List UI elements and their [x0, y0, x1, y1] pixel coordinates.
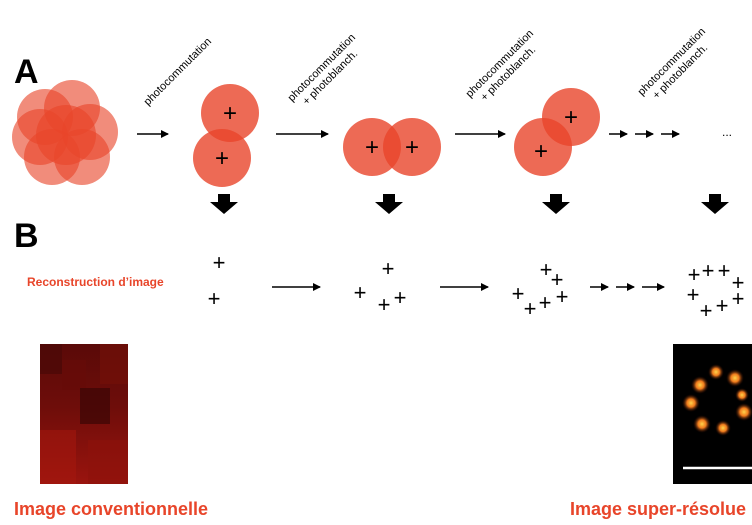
- emitter-marker: +: [534, 138, 548, 165]
- super-resolved-image: [673, 344, 752, 484]
- caption-super-resolved: Image super-résolue: [570, 499, 747, 519]
- emitter-marker: +: [702, 258, 715, 283]
- emitter-marker: +: [208, 286, 221, 311]
- emitter-marker: +: [687, 282, 700, 307]
- reconstruction-stage-1: + +: [208, 250, 226, 311]
- emitter-marker: +: [354, 280, 367, 305]
- down-arrow-icon: [701, 194, 729, 214]
- step-2-label: photocommutation + photoblanch.: [286, 32, 361, 108]
- conventional-image: [40, 344, 128, 484]
- emitter-marker: +: [716, 293, 729, 318]
- emitter-pair-3: + +: [514, 88, 600, 176]
- emitter-cluster: [12, 80, 118, 185]
- emitter-marker: +: [524, 296, 537, 321]
- reconstruction-stage-3: + + + + + +: [512, 257, 569, 321]
- emitter-marker: +: [365, 134, 379, 161]
- emitter-marker: +: [551, 267, 564, 292]
- down-arrow-icon: [375, 194, 403, 214]
- emitter-marker: +: [405, 134, 419, 161]
- emitter-marker: +: [223, 100, 237, 127]
- emitter-marker: +: [732, 286, 745, 311]
- emitter-marker: +: [539, 290, 552, 315]
- reconstruction-stage-2: + + + +: [354, 256, 407, 317]
- down-arrows: [210, 194, 729, 214]
- emitter-marker: +: [564, 104, 578, 131]
- emitter-marker: +: [688, 262, 701, 287]
- emitter-marker: +: [215, 145, 229, 172]
- step-1-label: photocommutation: [142, 36, 214, 108]
- emitter-marker: +: [512, 281, 525, 306]
- emitter-marker: +: [732, 270, 745, 295]
- emitter-marker: +: [556, 284, 569, 309]
- down-arrow-icon: [210, 194, 238, 214]
- svg-text:photocommutation: photocommutation: [142, 36, 214, 108]
- emitter-marker: +: [213, 250, 226, 275]
- emitter-pair-1: + +: [193, 84, 259, 187]
- panel-b-label: B: [14, 217, 39, 255]
- emitter-marker: +: [700, 298, 713, 323]
- caption-conventional: Image conventionnelle: [14, 499, 209, 519]
- panel-a-label: A: [14, 53, 39, 91]
- reconstruction-stage-4: + + + + + + + +: [687, 258, 745, 323]
- emitter-pair-2: + +: [343, 118, 441, 176]
- emitter-marker: +: [540, 257, 553, 282]
- step-3-label: photocommutation + photoblanch.: [464, 28, 539, 104]
- step-4-label: photocommutation + photoblanch.: [636, 26, 711, 102]
- emitter-marker: +: [382, 256, 395, 281]
- emitter-marker: +: [394, 285, 407, 310]
- ellipsis: ...: [722, 125, 732, 139]
- down-arrow-icon: [542, 194, 570, 214]
- emitter-marker: +: [378, 292, 391, 317]
- emitter-marker: +: [718, 258, 731, 283]
- reconstruction-label: Reconstruction d’image: [27, 275, 164, 289]
